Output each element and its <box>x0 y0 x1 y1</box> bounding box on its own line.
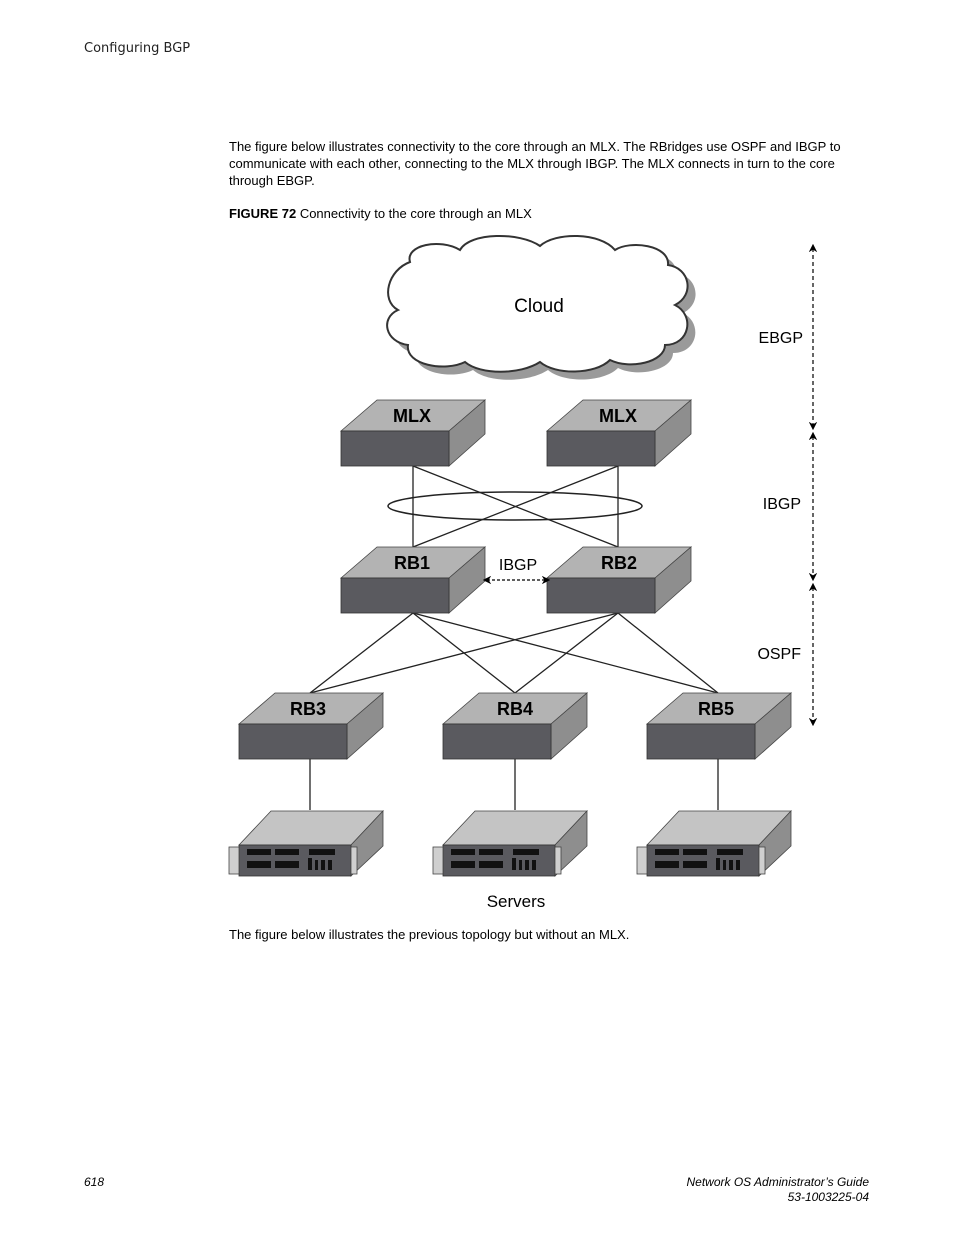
cloud-label: Cloud <box>514 296 564 317</box>
footer-info: Network OS Administrator’s Guide 53-1003… <box>686 1175 869 1205</box>
switch-rb5 <box>645 692 793 760</box>
switch-rb2 <box>545 546 693 614</box>
page-number: 618 <box>84 1175 105 1189</box>
section-header: Configuring BGP <box>84 41 191 56</box>
switch-mlx-2 <box>545 399 693 467</box>
guide-title: Network OS Administrator’s Guide <box>686 1175 869 1189</box>
mlx-2-label: MLX <box>599 406 637 426</box>
server-1 <box>228 809 384 877</box>
doc-number: 53-1003225-04 <box>787 1190 869 1204</box>
switch-rb1 <box>339 546 487 614</box>
connection-lines <box>309 465 719 810</box>
ospf-label: OSPF <box>757 646 801 663</box>
figure-caption: FIGURE 72 Connectivity to the core throu… <box>229 205 849 222</box>
rb1-label: RB1 <box>394 553 430 573</box>
rb2-label: RB2 <box>601 553 637 573</box>
mlx-1-label: MLX <box>393 406 431 426</box>
rb5-label: RB5 <box>698 699 734 719</box>
server-3 <box>636 809 792 877</box>
switch-mlx-1 <box>339 399 487 467</box>
server-2 <box>432 809 588 877</box>
rb3-label: RB3 <box>290 699 326 719</box>
ebgp-label: EBGP <box>759 330 803 347</box>
intro-paragraph: The figure below illustrates connectivit… <box>229 139 841 188</box>
outro-paragraph: The figure below illustrates the previou… <box>229 927 630 942</box>
cloud-shape <box>386 235 696 380</box>
figure-title: Connectivity to the core through an MLX <box>299 206 532 221</box>
switch-rb4 <box>441 692 589 760</box>
ibgp-ellipse <box>387 491 643 521</box>
switch-rb3 <box>237 692 385 760</box>
figure-label: FIGURE 72 <box>229 206 297 221</box>
rb-ibgp-label: IBGP <box>499 557 537 574</box>
rb4-label: RB4 <box>497 699 533 719</box>
ibgp-label: IBGP <box>763 496 801 513</box>
servers-label: Servers <box>487 892 546 911</box>
